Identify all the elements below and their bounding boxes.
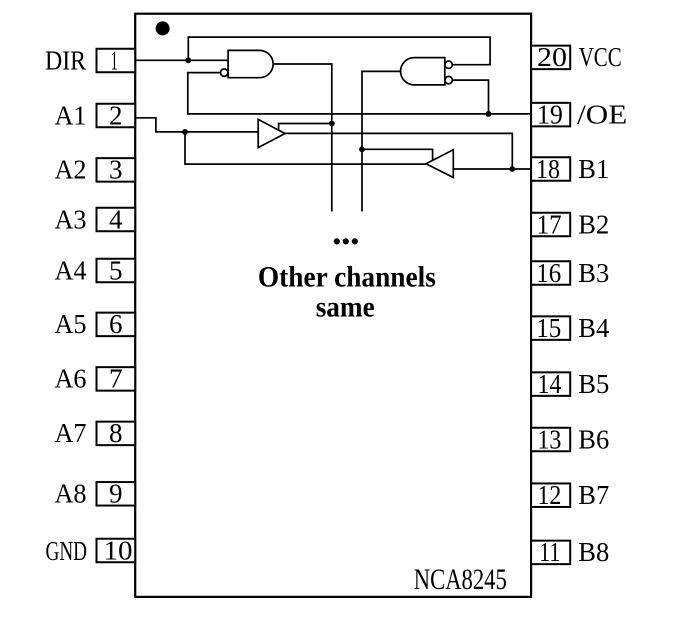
svg-text:8: 8 [109, 418, 123, 448]
svg-text:B4: B4 [578, 313, 609, 343]
svg-text:15: 15 [536, 313, 561, 343]
svg-text:NCA8245: NCA8245 [414, 563, 507, 596]
svg-text:A2: A2 [55, 155, 87, 185]
svg-text:A7: A7 [55, 418, 87, 448]
svg-text:A8: A8 [55, 479, 87, 509]
svg-text:9: 9 [109, 479, 123, 509]
svg-text:A6: A6 [55, 364, 87, 394]
svg-text:1: 1 [111, 45, 118, 75]
svg-text:18: 18 [536, 154, 560, 184]
svg-text:10: 10 [104, 535, 133, 565]
svg-text:19: 19 [537, 99, 563, 129]
svg-text:13: 13 [537, 424, 561, 454]
svg-text:B1: B1 [578, 154, 609, 184]
svg-text:6: 6 [109, 309, 123, 339]
svg-text:3: 3 [109, 155, 123, 185]
svg-text:B7: B7 [578, 480, 609, 510]
svg-text:B8: B8 [578, 537, 609, 567]
svg-text:B3: B3 [578, 258, 609, 288]
svg-text:A1: A1 [55, 100, 87, 130]
svg-text:GND: GND [46, 536, 88, 566]
svg-text:/OE: /OE [577, 99, 627, 129]
svg-text:17: 17 [537, 209, 562, 239]
svg-text:2: 2 [109, 100, 123, 130]
svg-text:A5: A5 [55, 309, 87, 339]
svg-text:7: 7 [109, 364, 123, 394]
svg-text:B5: B5 [578, 369, 609, 399]
svg-text:14: 14 [537, 369, 561, 399]
svg-text:11: 11 [539, 537, 560, 567]
svg-text:A4: A4 [55, 255, 87, 285]
svg-text:B2: B2 [578, 209, 609, 239]
svg-text:5: 5 [109, 255, 123, 285]
svg-text:12: 12 [537, 480, 561, 510]
svg-text:A3: A3 [55, 204, 87, 234]
svg-text:VCC: VCC [579, 42, 622, 72]
svg-text:16: 16 [536, 258, 561, 288]
svg-text:20: 20 [537, 42, 567, 72]
svg-text:Other channels: Other channels [258, 260, 436, 293]
svg-text:B6: B6 [578, 424, 609, 454]
svg-text:DIR: DIR [45, 45, 86, 75]
svg-text:4: 4 [109, 204, 123, 234]
svg-text:same: same [316, 291, 375, 324]
